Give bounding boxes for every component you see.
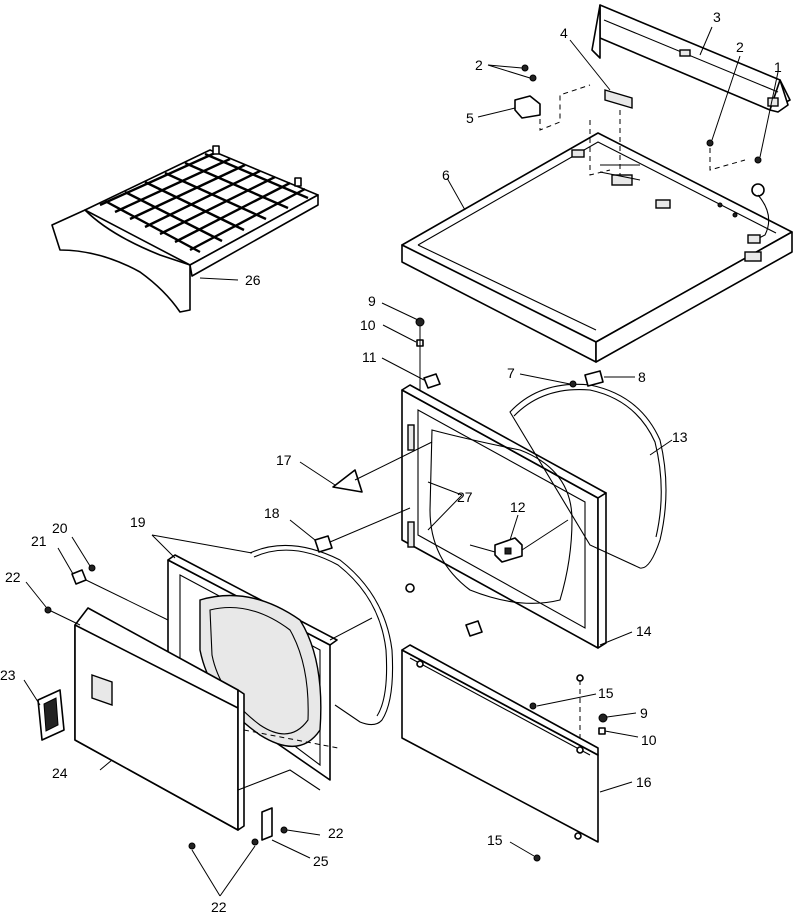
door-seal — [509, 370, 673, 569]
callout-9: 9 — [368, 293, 376, 309]
callout-24: 24 — [52, 765, 68, 781]
callout-13: 13 — [672, 429, 688, 445]
callout-numbers: 1 2 2 3 4 5 6 7 8 9 9 10 10 11 12 13 14 … — [0, 9, 782, 915]
callout-22: 22 — [211, 899, 227, 915]
callout-19: 19 — [130, 514, 146, 530]
callout-22: 22 — [5, 569, 21, 585]
callout-10: 10 — [360, 317, 376, 333]
callout-27: 27 — [457, 489, 473, 505]
callout-26: 26 — [245, 272, 261, 288]
callout-11: 11 — [362, 349, 377, 365]
callout-21: 21 — [31, 533, 47, 549]
kick-panel — [401, 644, 639, 862]
callout-4: 4 — [560, 25, 568, 41]
callout-8: 8 — [638, 369, 646, 385]
callout-5: 5 — [466, 110, 474, 126]
label-17 — [299, 441, 433, 493]
callout-7: 7 — [507, 365, 515, 381]
callout-12: 12 — [510, 499, 526, 515]
front-top-fasteners — [381, 302, 441, 395]
upper-fasteners — [477, 39, 779, 244]
callout-20: 20 — [52, 520, 68, 536]
callout-14: 14 — [636, 623, 652, 639]
callout-15: 15 — [598, 685, 614, 701]
callout-2: 2 — [736, 39, 744, 55]
callout-1: 1 — [774, 59, 782, 75]
callout-23: 23 — [0, 667, 16, 683]
callout-10: 10 — [641, 732, 657, 748]
callout-17: 17 — [276, 452, 292, 468]
callout-16: 16 — [636, 774, 652, 790]
callout-9: 9 — [640, 705, 648, 721]
drying-rack — [51, 145, 319, 313]
front-panel — [401, 384, 633, 682]
callout-25: 25 — [313, 853, 329, 869]
callout-18: 18 — [264, 505, 280, 521]
callout-2: 2 — [475, 57, 483, 73]
callout-6: 6 — [442, 167, 450, 183]
callout-22: 22 — [328, 825, 344, 841]
door-inner-panel — [151, 507, 411, 781]
control-panel-back — [591, 4, 791, 113]
callout-15: 15 — [487, 832, 503, 848]
callout-3: 3 — [713, 9, 721, 25]
outer-door — [23, 536, 339, 897]
top-panel — [401, 132, 793, 363]
